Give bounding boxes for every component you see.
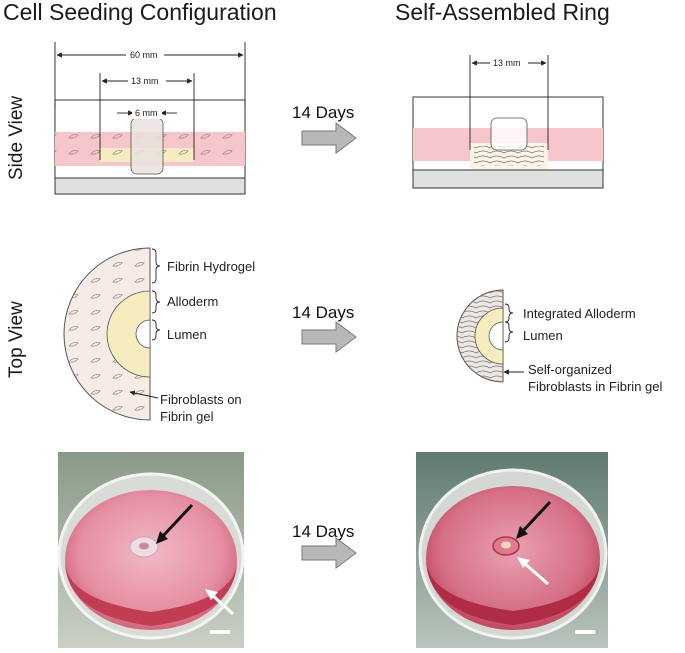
white-arrow-left	[209, 592, 235, 616]
header-self-assembled: Self-Assembled Ring	[395, 0, 610, 25]
side-view-seeding-diagram: 60 mm 13 mm 6 mm	[54, 42, 246, 195]
label-lumen-left: Lumen	[167, 327, 207, 342]
photo-seeding-dish	[57, 452, 245, 648]
dim-6mm-label: 6 mm	[135, 108, 158, 118]
dish-side-left	[65, 560, 237, 626]
side-view-ring-diagram: 13 mm	[412, 55, 604, 189]
dish-side-right	[426, 558, 600, 625]
dim-13mm-label: 13 mm	[131, 76, 159, 86]
label-integrated-alloderm: Integrated Alloderm	[523, 306, 636, 321]
arrow-photos: 14 Days	[292, 522, 357, 569]
label-fibroblasts-line2: Fibrin gel	[160, 409, 214, 424]
lumen-region	[135, 319, 151, 349]
ring-tissue-fibers	[474, 146, 544, 166]
arrow-side-label: 14 Days	[292, 103, 354, 122]
black-arrow-left	[160, 503, 194, 539]
ring-lumen-right	[501, 541, 511, 549]
white-arrow-right	[522, 560, 549, 586]
black-arrow-right	[520, 500, 552, 534]
top-view-ring-diagram: Integrated Alloderm Lumen Self-organized…	[456, 289, 662, 394]
dish-base-right	[412, 169, 604, 189]
center-post-right	[490, 117, 528, 151]
label-fibrin-hydrogel: Fibrin Hydrogel	[167, 259, 255, 274]
dish-medium-left	[65, 490, 237, 630]
arrow-photo-label: 14 Days	[292, 522, 354, 541]
label-self-organized-line1: Self-organized	[528, 362, 612, 377]
row-label-top-view: Top View	[6, 301, 27, 378]
label-lumen-right: Lumen	[523, 328, 563, 343]
scale-bar-right	[575, 630, 595, 634]
arrow-side-shape	[301, 122, 357, 154]
construct-lumen-left	[139, 542, 149, 550]
arrow-top-shape	[301, 321, 357, 353]
dish-medium-right	[426, 486, 600, 630]
scale-bar-left	[210, 630, 230, 634]
row-label-side-view: Side View	[6, 96, 27, 180]
dim-ring-label: 13 mm	[493, 58, 521, 68]
alloderm-region	[106, 290, 151, 378]
top-view-seeding-diagram: Fibrin Hydrogel Alloderm Lumen Fibroblas…	[63, 247, 255, 424]
header-cell-seeding: Cell Seeding Configuration	[3, 0, 277, 25]
dish-base	[54, 177, 246, 195]
label-alloderm: Alloderm	[167, 294, 218, 309]
label-self-organized-line2: Fibroblasts in Fibrin gel	[528, 379, 662, 394]
arrow-side-view: 14 Days	[292, 103, 357, 154]
arrow-top-view: 14 Days	[292, 303, 357, 353]
arrow-photo-shape	[301, 537, 357, 569]
dim-60mm-label: 60 mm	[130, 50, 158, 60]
arrow-top-label: 14 Days	[292, 303, 354, 322]
ring-lumen-region	[488, 321, 504, 351]
photo-ring-dish	[416, 452, 608, 648]
label-fibroblasts-line1: Fibroblasts on	[160, 392, 242, 407]
center-post	[130, 117, 164, 175]
